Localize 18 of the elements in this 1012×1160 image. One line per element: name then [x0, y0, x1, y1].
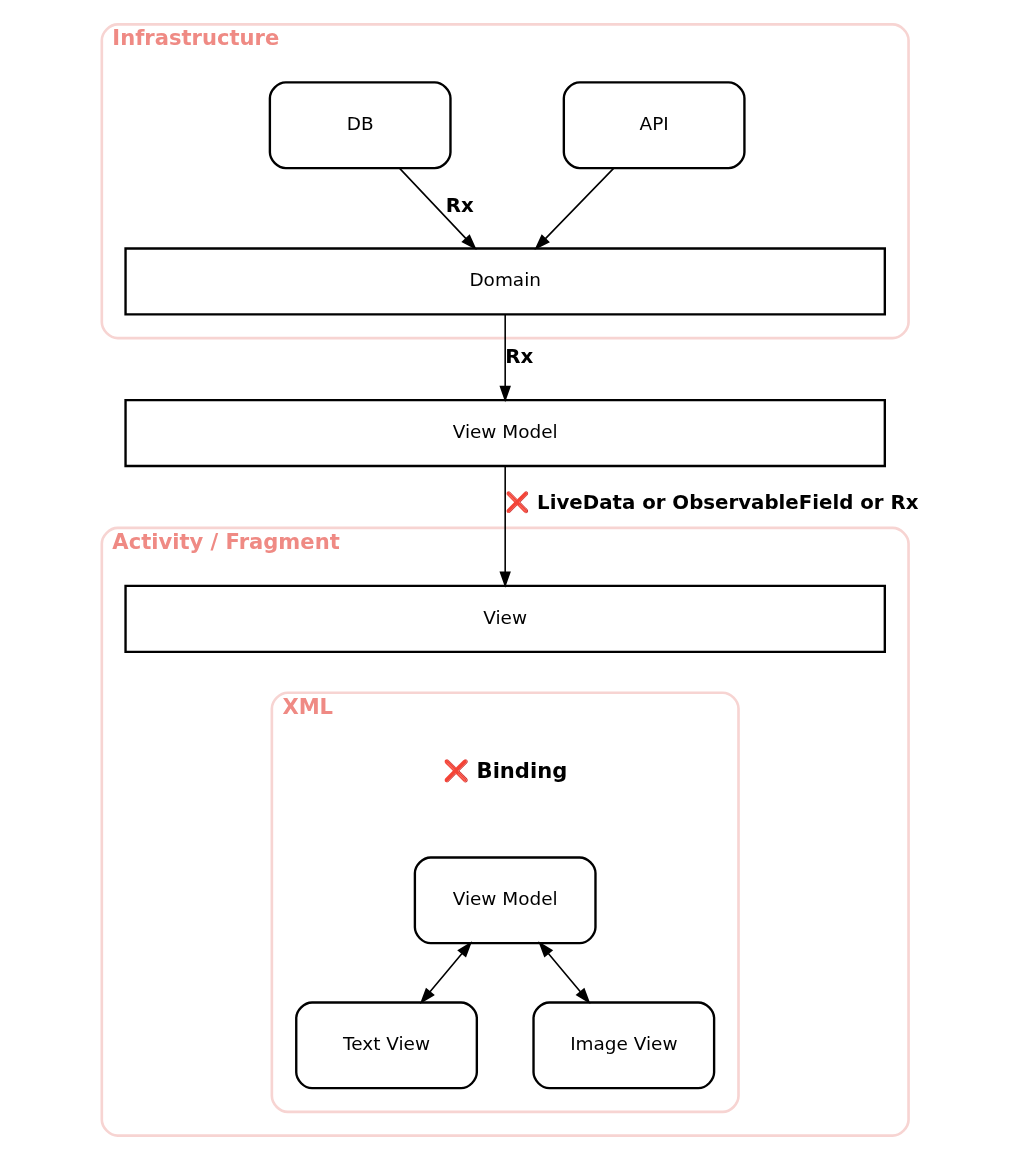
- label: ❌ Binding: [442, 758, 567, 784]
- edge-label: ❌ LiveData or ObservableField or Rx: [504, 491, 918, 515]
- arrow: [398, 167, 477, 250]
- node-box: Image View: [531, 1001, 715, 1090]
- arrow: [498, 313, 511, 403]
- edge-label: Rx: [445, 193, 474, 217]
- node-box: View: [123, 584, 886, 654]
- arrow: [498, 465, 511, 588]
- edge-label: Rx: [504, 345, 533, 369]
- arrow: [537, 941, 590, 1004]
- node-box: API: [562, 81, 746, 170]
- node-box: Domain: [123, 247, 886, 316]
- node-box: Text View: [294, 1001, 478, 1090]
- node-box: View Model: [123, 398, 886, 468]
- arrow: [419, 941, 472, 1004]
- node-box: DB: [268, 81, 452, 170]
- arrow: [533, 167, 615, 250]
- node-box: View Model: [413, 856, 597, 945]
